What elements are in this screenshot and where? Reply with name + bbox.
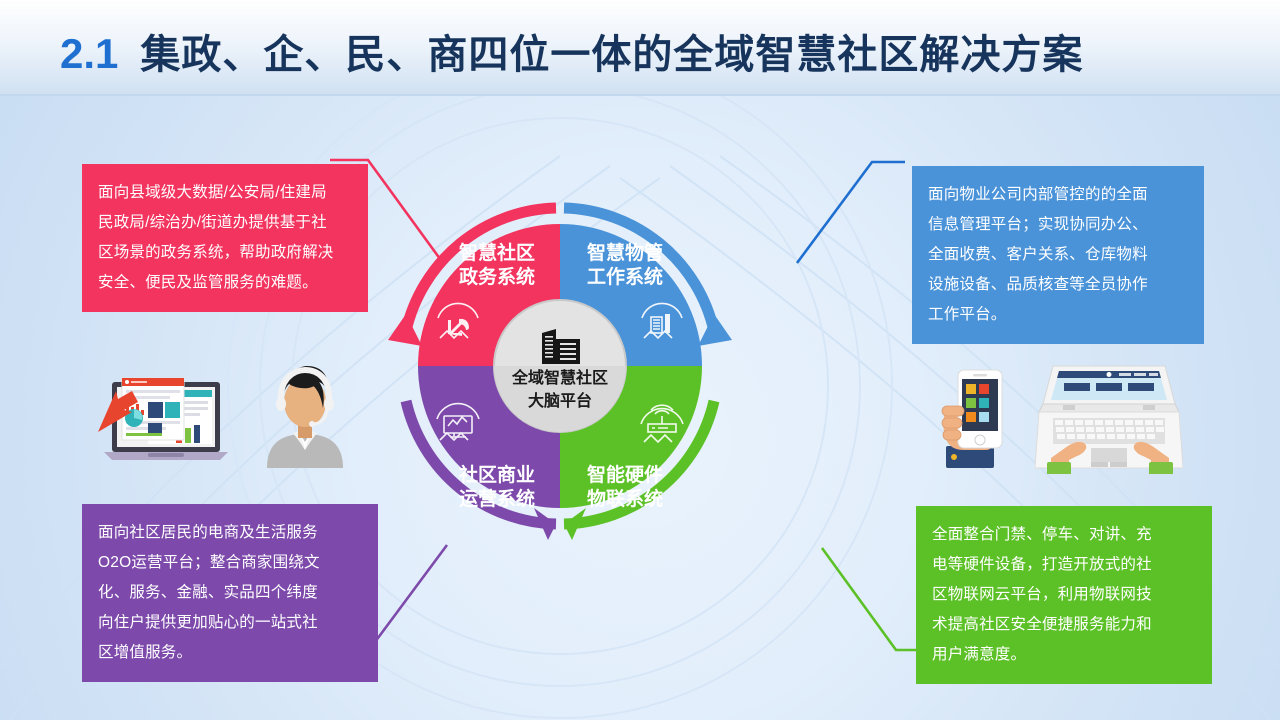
quadrant-property-label-2: 工作系统 (587, 265, 663, 288)
header-divider (0, 94, 1280, 96)
quadrant-hardware-label-2: 物联系统 (587, 487, 663, 510)
slide-header: 2.1 集政、企、民、商四位一体的全域智慧社区解决方案 (0, 0, 1280, 96)
connector-property (795, 160, 905, 264)
callout-commerce[interactable]: 面向社区居民的电商及生活服务 O2O运营平台；整合商家围绕文 化、服务、金融、实… (82, 504, 378, 682)
party-emblem-icon (437, 302, 479, 340)
connector-hardware (820, 547, 930, 652)
support-agent-illustration (255, 358, 355, 468)
callout-property-line-1: 面向物业公司内部管控的的全面 (928, 186, 1148, 203)
wireless-router-icon (640, 404, 684, 444)
callout-hardware-line-3: 区物联网云平台，利用物联网技 (932, 586, 1152, 603)
callout-hardware-line-4: 术提高社区安全便捷服务能力和 (932, 616, 1152, 633)
callout-hardware[interactable]: 全面整合门禁、停车、对讲、充 电等硬件设备，打造开放式的社 区物联网云平台，利用… (916, 506, 1212, 684)
center-label-line2: 大脑平台 (528, 391, 592, 410)
ring-arc-gov (400, 202, 557, 333)
quadrant-gov-label-2: 政务系统 (459, 265, 535, 288)
center-label-line1: 全域智慧社区 (511, 368, 608, 387)
callout-property[interactable]: 面向物业公司内部管控的的全面 信息管理平台；实现协同办公、 全面收费、客户关系、… (912, 166, 1204, 344)
quadrant-property-label-1: 智慧物管 (587, 241, 663, 264)
callout-gov-line-4: 安全、便民及监管服务的难题。 (98, 274, 318, 291)
callout-gov-line-1: 面向县域级大数据/公安局/住建局 (98, 184, 327, 201)
callout-hardware-line-2: 电等硬件设备，打造开放式的社 (932, 556, 1152, 573)
callout-property-line-4: 设施设备、品质核查等全员协作 (928, 276, 1148, 293)
callout-property-line-2: 信息管理平台；实现协同办公、 (928, 216, 1148, 233)
quadrant-gov-label-1: 智慧社区 (459, 241, 535, 264)
arrowhead-property (698, 314, 732, 346)
connector-gov (330, 158, 445, 264)
callout-commerce-line-5: 区增值服务。 (98, 644, 193, 661)
callout-commerce-line-1: 面向社区居民的电商及生活服务 (98, 524, 318, 541)
quadrant-commerce-label-1: 社区商业 (458, 463, 535, 486)
hands-typing-laptop-illustration (1035, 362, 1183, 474)
building-chart-icon (641, 302, 683, 340)
quadrant-hardware-label-1: 智能硬件 (587, 463, 663, 486)
center-hub[interactable]: 全域智慧社区 大脑平台 (493, 299, 627, 433)
callout-commerce-line-3: 化、服务、金融、实品四个纬度 (98, 584, 318, 601)
callout-commerce-line-2: O2O运营平台；整合商家围绕文 (98, 554, 320, 571)
callout-property-line-5: 工作平台。 (928, 306, 1007, 323)
arrowhead-gov (388, 314, 422, 346)
arrowhead-commerce (534, 508, 556, 540)
section-title: 集政、企、民、商四位一体的全域智慧社区解决方案 (140, 33, 1084, 77)
circular-diagram: 智慧社区 政务系统 智慧物管 工作系统 智能硬件 物联系统 社区商业 运营系统 (388, 178, 732, 554)
red-arrow-cursor (98, 391, 138, 432)
callout-gov[interactable]: 面向县域级大数据/公安局/住建局 民政局/综治办/街道办提供基于社 区场景的政务… (82, 164, 368, 312)
outer-ring-arcs (400, 202, 720, 530)
office-building-icon (542, 329, 580, 364)
ring-arc-commerce (400, 399, 557, 530)
ring-arrowheads (388, 314, 732, 540)
quadrant-commerce-label-2: 运营系统 (459, 487, 535, 510)
callout-hardware-line-5: 用户满意度。 (932, 646, 1027, 663)
callout-property-line-3: 全面收费、客户关系、仓库物料 (928, 246, 1148, 263)
page-title: 2.1 集政、企、民、商四位一体的全域智慧社区解决方案 (60, 22, 1083, 80)
ring-arc-hardware (563, 399, 720, 530)
callout-gov-line-2: 民政局/综治办/街道办提供基于社 (98, 214, 327, 231)
callout-commerce-line-4: 向住户提供更加贴心的一站式社 (98, 614, 318, 631)
ring-arc-property (563, 202, 720, 333)
section-number: 2.1 (60, 30, 119, 77)
laptop-dashboard-illustration (96, 360, 236, 470)
callout-hardware-line-1: 全面整合门禁、停车、对讲、充 (932, 526, 1152, 543)
hand-holding-smartphone-illustration (930, 360, 1016, 470)
arrowhead-hardware (564, 508, 586, 540)
monitor-chart-icon (436, 402, 480, 442)
callout-gov-line-3: 区场景的政务系统，帮助政府解决 (98, 244, 334, 261)
